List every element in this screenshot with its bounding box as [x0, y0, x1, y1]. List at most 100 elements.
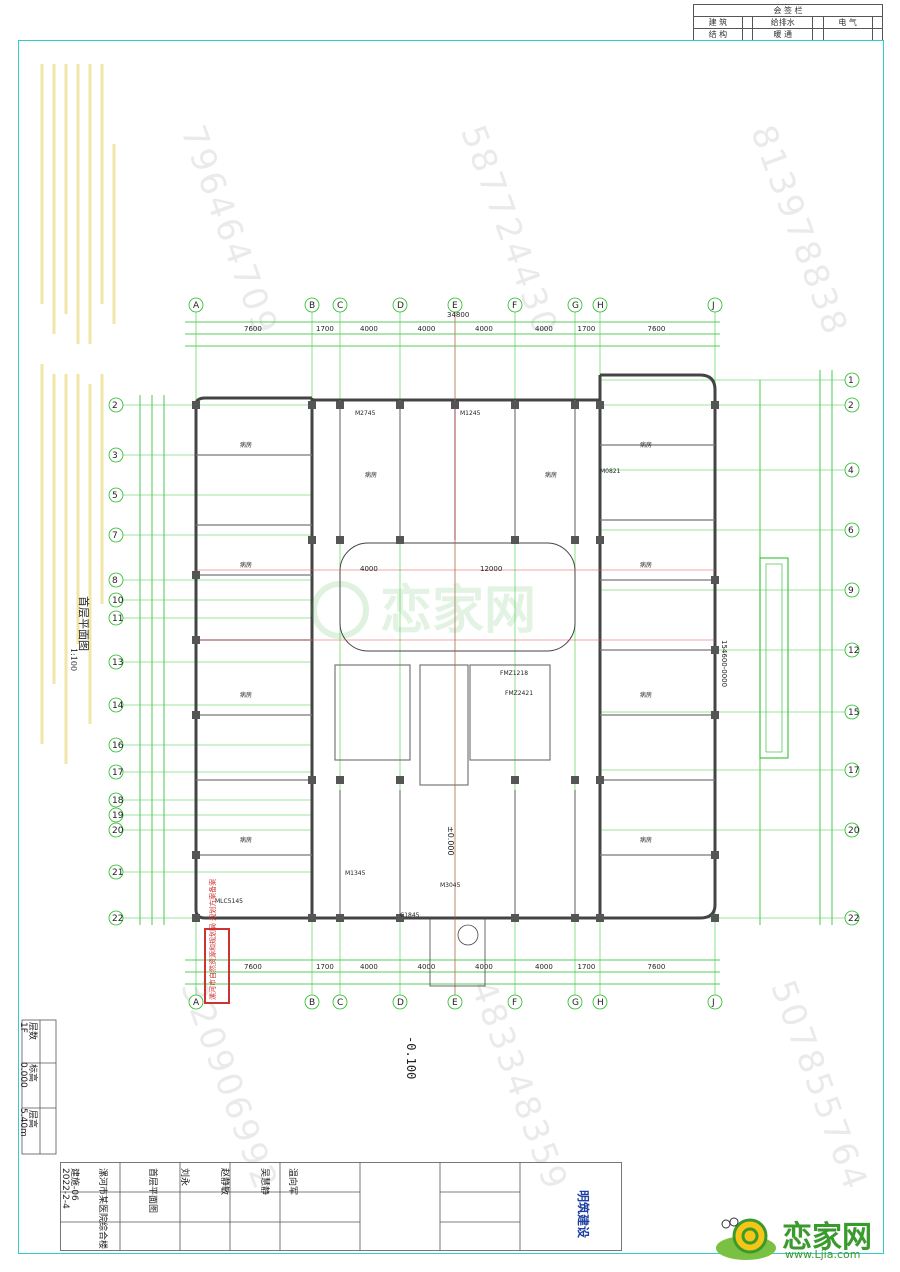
structural-column [396, 776, 404, 784]
structural-column [596, 776, 604, 784]
grid-bubble [108, 864, 124, 880]
dimension-text: 4000 [360, 325, 378, 333]
structural-column [711, 646, 719, 654]
door-label: M0821 [600, 468, 621, 475]
grid-bubble [392, 994, 408, 1010]
grid-bubble [844, 642, 860, 658]
dimension-text: 4000 [418, 963, 436, 971]
grid-bubble [844, 762, 860, 778]
structural-column [511, 914, 519, 922]
structural-column [192, 636, 200, 644]
grid-bubble [567, 297, 583, 313]
logo-url: www.Ljia.com [785, 1248, 861, 1261]
grid-bubble [844, 522, 860, 538]
dimension-text: 1700 [578, 963, 596, 971]
signer: 赵静敏 [219, 1168, 229, 1196]
grid-bubble [108, 737, 124, 753]
structural-column [396, 401, 404, 409]
grid-bubble-label: 8 [112, 576, 118, 586]
signer: 温向军 [287, 1168, 297, 1196]
grid-bubble [108, 910, 124, 926]
structural-column [308, 536, 316, 544]
grid-bubble [108, 572, 124, 588]
elevation-marker: -0.100 [404, 1036, 418, 1080]
dimension-text: 4000 [535, 963, 553, 971]
room-label: 病房 [640, 692, 653, 699]
dimension-text: 4000 [475, 963, 493, 971]
elev-floor: 1F [18, 1022, 28, 1033]
door-label: FMZ2421 [505, 690, 534, 697]
grid-bubble-label: E [452, 301, 458, 311]
grid-bubble-label: D [397, 301, 404, 311]
elev-header-count: 层数 [27, 1022, 37, 1041]
structural-column [596, 401, 604, 409]
grid-bubble [844, 397, 860, 413]
grid-bubble-label: 7 [112, 531, 118, 541]
grid-bubble-label: C [337, 998, 343, 1008]
structural-column [192, 711, 200, 719]
grid-bubble [592, 994, 608, 1010]
grid-bubble-label: G [572, 301, 579, 311]
door-label: M1245 [460, 410, 481, 417]
grid-bubble-label: 17 [112, 768, 123, 778]
grid-bubble [108, 807, 124, 823]
title-block [60, 1162, 622, 1251]
drawing-frame [18, 40, 884, 1254]
elev-header-level: 标高 [27, 1064, 37, 1083]
structural-column [711, 914, 719, 922]
door-label: MLC5145 [215, 898, 243, 905]
grid-bubble [567, 994, 583, 1010]
structural-column [308, 914, 316, 922]
grid-bubble [108, 397, 124, 413]
grid-bubble [108, 610, 124, 626]
elev-height: 5.40m [18, 1108, 28, 1137]
structural-column [192, 401, 200, 409]
dimension-text: 4000 [535, 325, 553, 333]
grid-bubble-label: 14 [112, 701, 124, 711]
grid-bubble-label: J [711, 301, 715, 311]
ramp-label: 154600-0000 [720, 640, 728, 688]
room-label: 病房 [640, 562, 653, 569]
structural-column [396, 536, 404, 544]
dimension-text: 7600 [648, 963, 666, 971]
elevation-table [21, 1019, 57, 1155]
grid-bubble-label: 22 [848, 914, 859, 924]
grid-bubble-label: H [597, 998, 604, 1008]
hall-left-label: 4000 [360, 565, 378, 573]
grid-bubble-label: F [512, 998, 517, 1008]
grid-bubble-label: 13 [112, 658, 123, 668]
grid-bubble-label: 11 [112, 614, 123, 624]
grid-bubble [507, 994, 523, 1010]
structural-column [451, 401, 459, 409]
floor-elevation: ±0.000 [446, 826, 455, 856]
drawing-name: 首层平面图 [147, 1168, 157, 1214]
stamp-text: 漯河市自然资源和规划局 规划方案备案 [209, 878, 217, 1000]
grid-bubble [304, 994, 320, 1010]
grid-bubble [108, 792, 124, 808]
grid-bubble-label: 19 [112, 811, 124, 821]
structural-column [511, 401, 519, 409]
dimension-text: 1700 [578, 325, 596, 333]
grid-bubble [108, 592, 124, 608]
hall-width-label: 12000 [480, 565, 503, 573]
approval-stamp: 漯河市自然资源和规划局 规划方案备案 [204, 879, 230, 1004]
room-label: 病房 [640, 837, 653, 844]
grid-bubble-label: 5 [112, 491, 118, 501]
room-label: 病房 [640, 442, 653, 449]
structural-column [336, 536, 344, 544]
structural-column [336, 776, 344, 784]
structural-column [571, 914, 579, 922]
grid-bubble [188, 297, 204, 313]
room-label: 病房 [240, 837, 253, 844]
grid-bubble [592, 297, 608, 313]
structural-column [192, 914, 200, 922]
structural-column [336, 914, 344, 922]
structural-column [308, 776, 316, 784]
sheet-number: 建施-06 [69, 1168, 79, 1201]
grid-bubble [844, 582, 860, 598]
grid-bubble-label: F [512, 301, 517, 311]
grid-bubble-label: G [572, 998, 579, 1008]
dimension-text: 7600 [244, 325, 262, 333]
signer: 吴慧静 [259, 1168, 269, 1196]
